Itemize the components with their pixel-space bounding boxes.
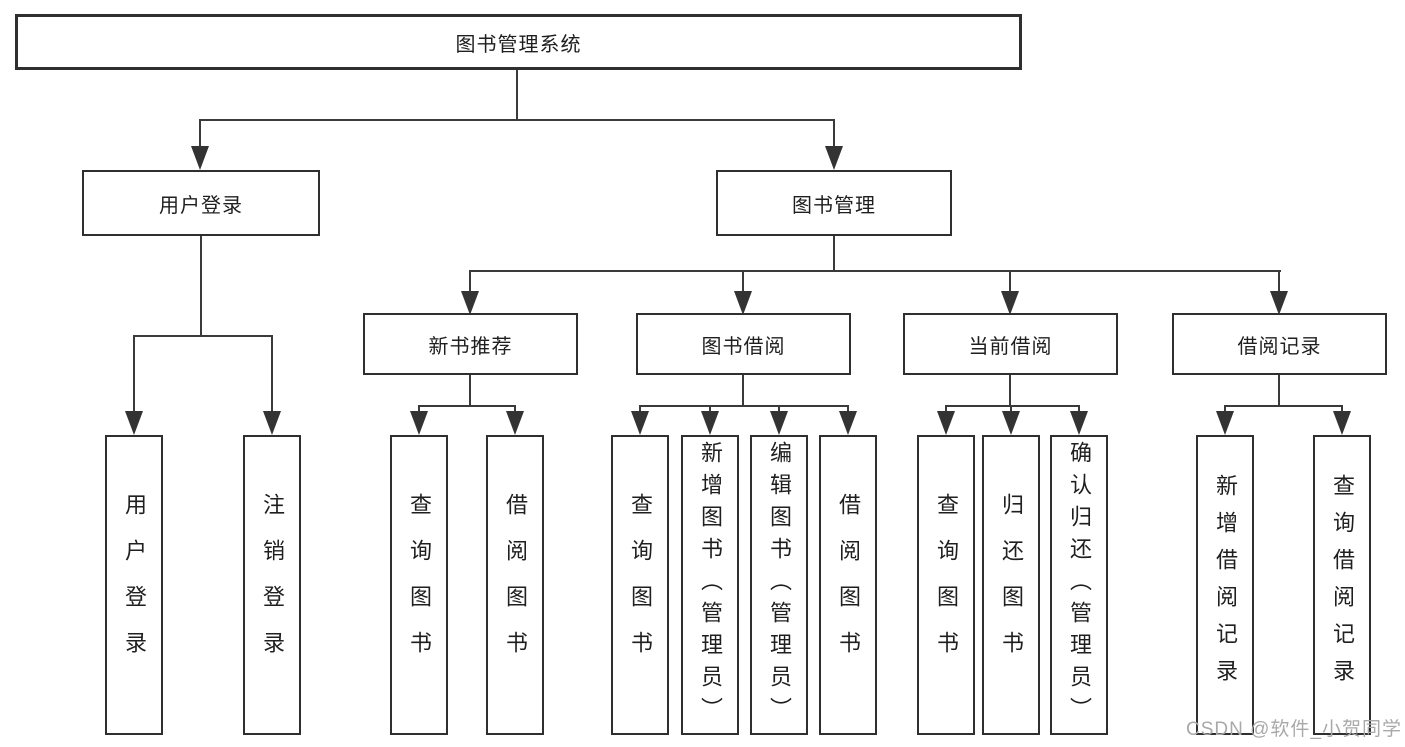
- node-leaf-query-books-2: 查询图书: [611, 435, 669, 735]
- node-new-books-label: 新书推荐: [428, 335, 513, 358]
- node-borrow-records: 借阅记录: [1172, 313, 1387, 375]
- connector-borrow-records-drop: [1278, 270, 1280, 293]
- connector-user-login-drop: [199, 119, 201, 148]
- node-current-borrow-label: 当前借阅: [968, 335, 1053, 358]
- connector-logout-action-drop: [271, 335, 273, 413]
- connector-borrow-records-split: [1224, 405, 1343, 407]
- connector-current-borrow-drop: [1009, 270, 1011, 293]
- node-book-mgmt: 图书管理: [716, 170, 952, 236]
- leaf-label: 注销登录: [260, 493, 285, 677]
- connector-book-borrow-split: [639, 405, 849, 407]
- node-book-borrow: 图书借阅: [636, 313, 851, 375]
- arrowhead-leaf: [1002, 411, 1020, 435]
- node-leaf-logout: 注销登录: [243, 435, 301, 735]
- connector-new-books-stem: [469, 375, 471, 406]
- node-leaf-borrow-books-2: 借阅图书: [819, 435, 877, 735]
- connector-book-borrow-drop: [742, 270, 744, 293]
- node-leaf-return-books: 归还图书: [982, 435, 1040, 735]
- arrowhead-logout-action: [263, 411, 281, 435]
- node-user-login: 用户登录: [82, 170, 320, 236]
- arrowhead-leaf: [1216, 411, 1234, 435]
- leaf-label: 归还图书: [999, 493, 1024, 677]
- node-library-system-label: 图书管理系统: [455, 33, 582, 56]
- connector-book-borrow-stem: [742, 375, 744, 406]
- leaf-label: 用户登录: [122, 493, 147, 677]
- connector-leaf-drop: [1224, 405, 1226, 413]
- connector-login-action-drop: [133, 335, 135, 413]
- arrowhead-user-login: [191, 146, 209, 170]
- leaf-label: 借阅图书: [836, 493, 861, 677]
- connector-user-login-stem: [200, 236, 202, 337]
- node-leaf-add-books-admin: 新增图书（管理员）: [681, 435, 739, 735]
- connector-user-login-split: [133, 335, 273, 337]
- connector-leaf-drop: [778, 405, 780, 413]
- connector-leaf-drop: [847, 405, 849, 413]
- connector-current-borrow-split: [945, 405, 1079, 407]
- leaf-label: 编辑图书（管理员）: [767, 441, 792, 729]
- node-leaf-borrow-books-1: 借阅图书: [486, 435, 544, 735]
- node-leaf-query-books-3: 查询图书: [917, 435, 975, 735]
- connector-new-books-drop: [469, 270, 471, 293]
- connector-leaf-drop: [514, 405, 516, 413]
- leaf-label: 查询图书: [628, 493, 653, 677]
- arrowhead-leaf: [937, 411, 955, 435]
- arrowhead-book-borrow: [734, 291, 752, 315]
- connector-leaf-drop: [1078, 405, 1080, 413]
- connector-book-mgmt-stem: [833, 236, 835, 271]
- node-leaf-edit-books-admin: 编辑图书（管理员）: [750, 435, 808, 735]
- connector-leaf-drop: [639, 405, 641, 413]
- connector-leaf-drop: [1010, 405, 1012, 413]
- connector-book-mgmt-drop: [833, 119, 835, 148]
- arrowhead-leaf: [1333, 411, 1351, 435]
- node-borrow-records-label: 借阅记录: [1237, 335, 1322, 358]
- node-user-login-label: 用户登录: [159, 194, 243, 217]
- arrowhead-leaf: [701, 411, 719, 435]
- arrowhead-leaf: [410, 411, 428, 435]
- node-leaf-query-books-1: 查询图书: [390, 435, 448, 735]
- arrowhead-current-borrow: [1001, 291, 1019, 315]
- connector-leaf-drop: [418, 405, 420, 413]
- leaf-label: 查询图书: [934, 493, 959, 677]
- arrowhead-login-action: [125, 411, 143, 435]
- arrowhead-new-books: [461, 291, 479, 315]
- node-current-borrow: 当前借阅: [903, 313, 1118, 375]
- arrowhead-leaf: [631, 411, 649, 435]
- connector-leaf-drop: [709, 405, 711, 413]
- connector-new-books-split: [418, 405, 516, 407]
- node-leaf-query-borrow-record: 查询借阅记录: [1313, 435, 1371, 735]
- arrowhead-leaf: [1070, 411, 1088, 435]
- node-leaf-confirm-return-admin: 确认归还（管理员）: [1050, 435, 1108, 735]
- node-new-books: 新书推荐: [363, 313, 578, 375]
- node-book-borrow-label: 图书借阅: [701, 335, 786, 358]
- leaf-label: 确认归还（管理员）: [1067, 441, 1092, 729]
- arrowhead-leaf: [770, 411, 788, 435]
- arrowhead-leaf: [506, 411, 524, 435]
- connector-leaf-drop: [945, 405, 947, 413]
- leaf-label: 查询借阅记录: [1330, 474, 1355, 696]
- connector-current-borrow-stem: [1009, 375, 1011, 406]
- leaf-label: 新增借阅记录: [1213, 474, 1238, 696]
- connector-root-stem: [516, 70, 518, 120]
- csdn-watermark: CSDN @软件_小贺同学: [1186, 719, 1402, 740]
- node-leaf-user-login: 用户登录: [105, 435, 163, 735]
- connector-root-split: [199, 119, 835, 121]
- connector-leaf-drop: [1341, 405, 1343, 413]
- node-book-mgmt-label: 图书管理: [792, 194, 876, 217]
- connector-book-mgmt-split: [469, 270, 1281, 272]
- node-leaf-add-borrow-record: 新增借阅记录: [1196, 435, 1254, 735]
- arrowhead-borrow-records: [1270, 291, 1288, 315]
- leaf-label: 查询图书: [407, 493, 432, 677]
- arrowhead-leaf: [839, 411, 857, 435]
- arrowhead-book-mgmt: [825, 146, 843, 170]
- node-library-system: 图书管理系统: [15, 14, 1022, 70]
- leaf-label: 借阅图书: [503, 493, 528, 677]
- connector-borrow-records-stem: [1278, 375, 1280, 406]
- leaf-label: 新增图书（管理员）: [698, 441, 723, 729]
